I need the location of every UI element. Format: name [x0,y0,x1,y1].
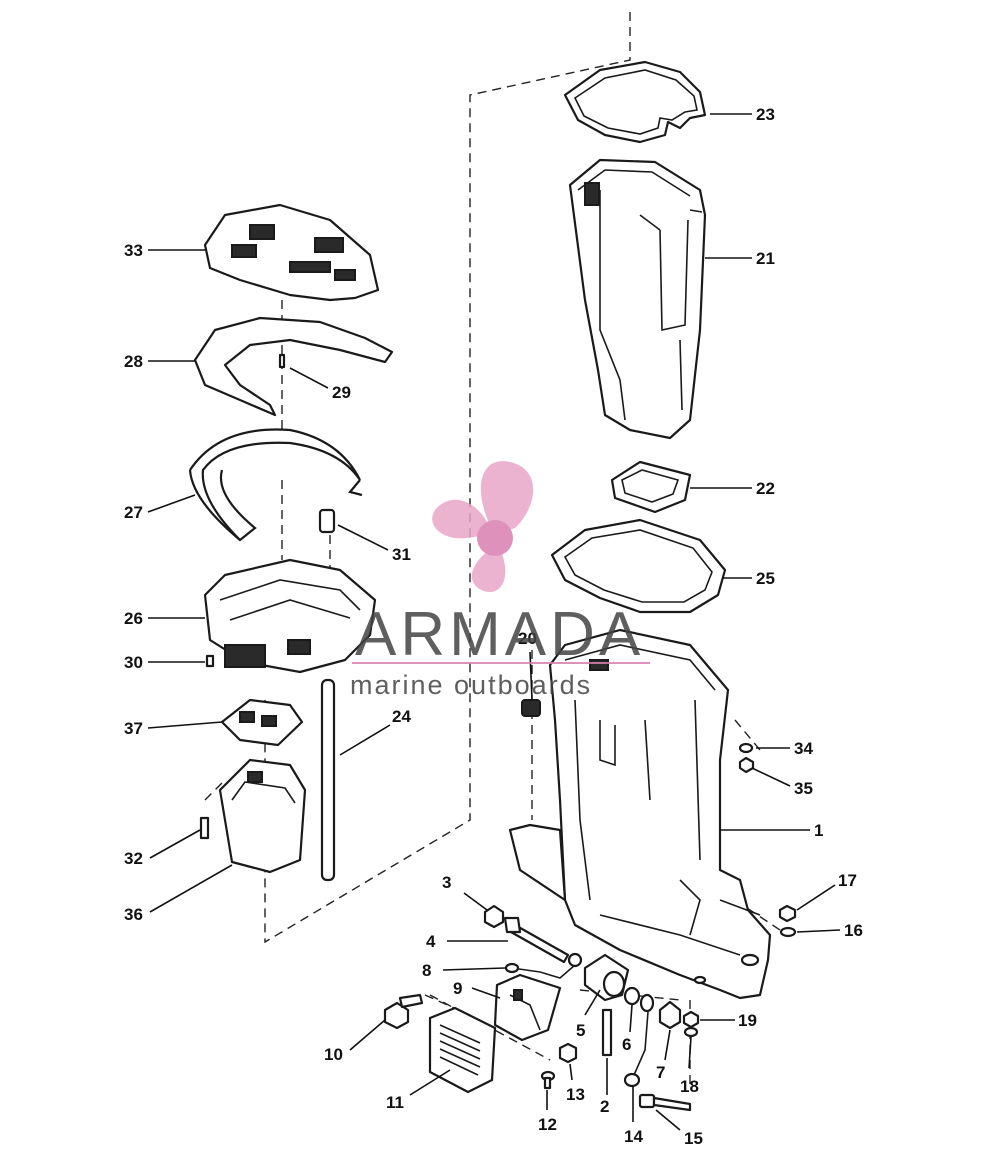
part-23-gasket [563,60,707,144]
callout-5: 5 [576,1021,585,1040]
part-2-stud [601,1008,613,1057]
part-5-cylinder [583,953,630,1002]
part-30-dowel [205,654,215,668]
callout-15: 15 [684,1129,703,1148]
callout-21: 21 [756,249,775,268]
watermark-brand: ARMADA [355,600,644,669]
callout-22: 22 [756,479,775,498]
part-36-exhaust [218,758,307,874]
callout-20: 20 [518,629,537,648]
part-1-driveshaft-housing [508,628,772,1000]
callout-28: 28 [124,352,143,371]
part-16-washer [779,926,797,938]
callout-16: 16 [844,921,863,940]
part-29-pin [278,353,286,369]
callout-14: 14 [624,1127,643,1146]
callout-3: 3 [442,873,451,892]
callout-32: 32 [124,849,143,868]
part-12-screw [540,1070,556,1090]
leader-lines [147,113,841,1131]
part-37-gasket [220,698,304,747]
part-33-plate [203,203,380,302]
callout-10: 10 [324,1045,343,1064]
callout-31: 31 [392,545,411,564]
part-15-bolt [638,1093,692,1112]
propeller-logo-icon [432,461,534,593]
part-22-seal [610,460,692,514]
callout-26: 26 [124,609,143,628]
callout-34: 34 [794,739,813,758]
part-13-nut [558,1042,578,1064]
part-20-grommet [521,699,541,717]
callout-27: 27 [124,503,143,522]
callout-18: 18 [680,1077,699,1096]
part-27-hose [188,428,363,542]
watermark-tagline: marine outboards [350,670,592,700]
callout-1: 1 [814,821,823,840]
part-35-nut [738,756,755,774]
part-7-nut [658,1000,682,1030]
part-4-stud [503,916,570,964]
part-32-bolt [199,816,210,840]
part-17-nut [778,904,797,923]
part-26-adapter [203,558,377,674]
callout-24: 24 [392,707,411,726]
callout-11: 11 [386,1093,404,1112]
callout-37: 37 [124,719,143,738]
callout-19: 19 [738,1011,757,1030]
callout-36: 36 [124,905,143,924]
part-10-bolt [383,993,424,1030]
callout-12: 12 [538,1115,557,1134]
callout-4: 4 [426,932,436,951]
part-11-cover [428,1006,497,1094]
part-8-ground-strap [504,952,583,979]
callout-6: 6 [622,1035,631,1054]
part-28-gasket [193,316,394,417]
callout-9: 9 [453,979,462,998]
part-14-strap [623,993,655,1088]
armada-watermark: ARMADA marine outboards [350,461,650,700]
part-19-nut [682,1010,700,1029]
callout-7: 7 [656,1063,665,1082]
callout-17: 17 [838,871,857,890]
part-21-housing [568,158,707,440]
part-25-gasket [550,518,727,614]
part-24-tube [320,678,336,882]
callout-13: 13 [566,1085,585,1104]
callout-35: 35 [794,779,813,798]
part-31-sleeve [318,508,336,534]
callout-23: 23 [756,105,775,124]
part-18-washer [683,1026,699,1038]
callout-33: 33 [124,241,143,260]
callout-30: 30 [124,653,143,672]
callout-labels: 23 21 22 25 1 34 35 17 16 19 18 7 6 2 14… [124,105,863,1148]
callout-29: 29 [332,383,351,402]
callout-8: 8 [422,961,431,980]
part-9-bracket [493,973,562,1042]
callout-25: 25 [756,569,775,588]
callout-2: 2 [600,1097,609,1116]
part-3-nut [483,904,505,929]
part-6-washer [623,986,641,1006]
part-34-washer [738,742,754,754]
